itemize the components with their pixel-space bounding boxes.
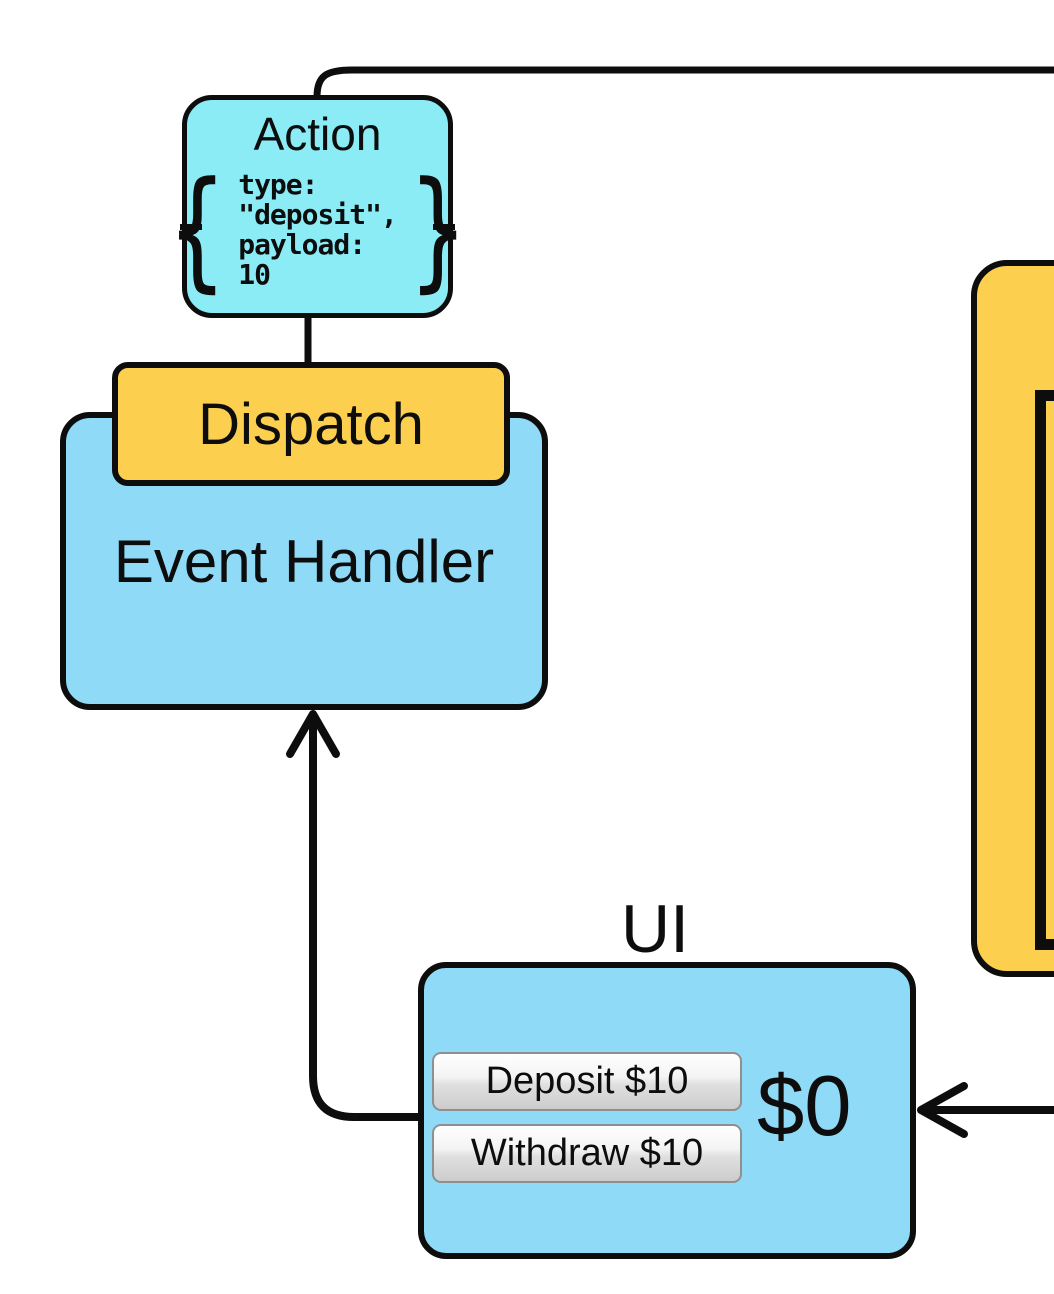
code-line: type:: [238, 167, 318, 201]
action-to-store-line: [313, 66, 1054, 98]
action-box: Action { type: "deposit", payload: 10 }: [169, 95, 466, 318]
dispatch-box: Dispatch: [112, 362, 510, 486]
up-arrowhead-icon: [286, 710, 340, 758]
store-box: [971, 260, 1054, 977]
event-handler-label: Event Handler: [113, 527, 495, 595]
ui-label: UI: [621, 891, 689, 967]
withdraw-button[interactable]: Withdraw $10: [432, 1124, 742, 1183]
deposit-button[interactable]: Deposit $10: [432, 1052, 742, 1111]
ui-button-column: Deposit $10 Withdraw $10: [432, 1052, 742, 1183]
action-payload: { type: "deposit", payload: 10 }: [169, 164, 466, 294]
left-arrowhead-icon: [917, 1082, 968, 1138]
ui-to-event-handler-line: [309, 712, 423, 1121]
brace-tick-left: [180, 224, 202, 230]
action-title: Action: [253, 108, 382, 160]
brace-tick-right: [433, 224, 455, 230]
action-code-block: type: "deposit", payload: 10: [238, 167, 398, 291]
code-line: payload: 10: [238, 227, 366, 291]
balance-text: $0: [757, 1059, 852, 1154]
dispatch-label: Dispatch: [198, 391, 424, 457]
store-inner-rect: [1035, 390, 1054, 950]
ui-box: Deposit $10 Withdraw $10 $0: [418, 962, 916, 1259]
code-line: "deposit",: [238, 197, 398, 231]
